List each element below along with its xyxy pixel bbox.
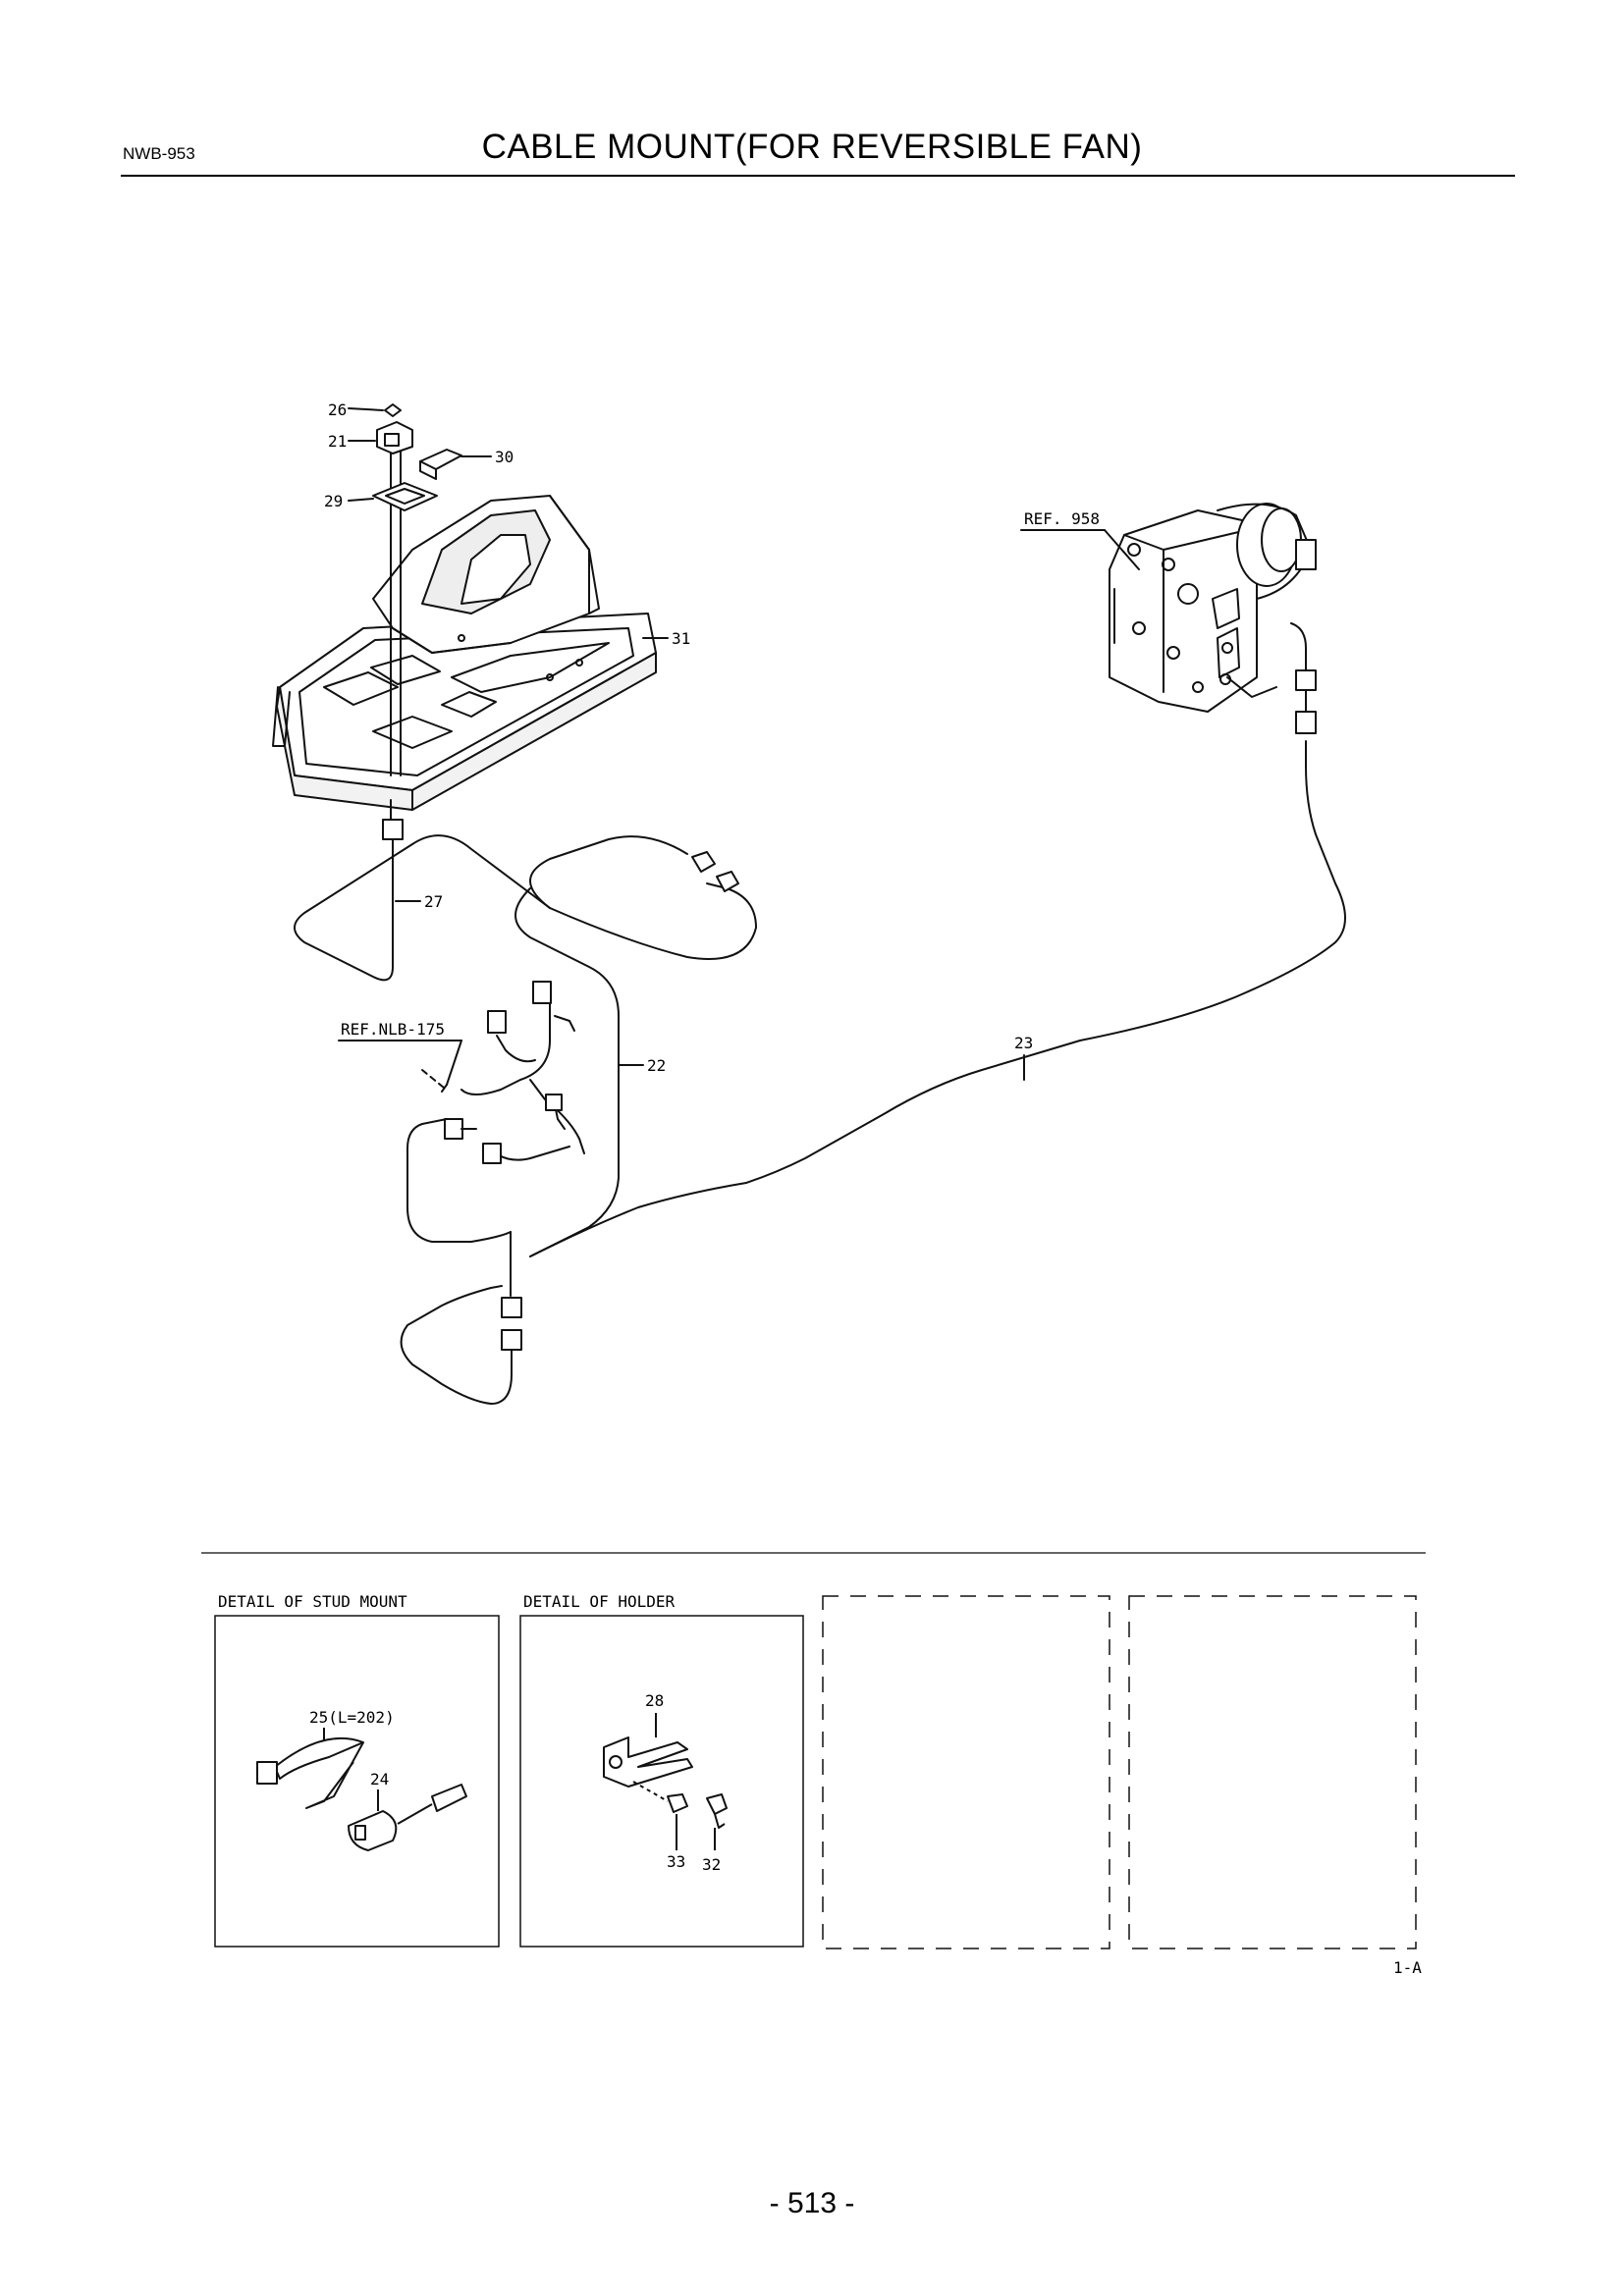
console-panel — [272, 495, 657, 811]
callout-29: 29 — [324, 492, 343, 510]
document-code: NWB-953 — [123, 144, 195, 163]
callout-27: 27 — [424, 892, 443, 911]
empty-detail-frame-2 — [1128, 1595, 1417, 1949]
stud-mount-drawing — [256, 1728, 467, 1851]
ref-nlb-175-label: REF.NLB-175 — [341, 1020, 445, 1039]
callout-23: 23 — [1014, 1034, 1033, 1052]
callout-31: 31 — [672, 629, 690, 648]
empty-detail-frame-1 — [822, 1595, 1110, 1949]
callout-22: 22 — [647, 1056, 666, 1075]
callout-26: 26 — [328, 400, 347, 419]
stud-mount-detail-frame — [214, 1615, 500, 1948]
page-number: - 513 - — [769, 2187, 855, 2219]
callout-24: 24 — [370, 1770, 389, 1789]
console-connector — [382, 819, 404, 840]
holder-detail-frame — [519, 1615, 804, 1948]
holder-drawing — [603, 1713, 728, 1850]
fan-motor — [1109, 503, 1317, 713]
stud-mount-detail-title: DETAIL OF STUD MOUNT — [218, 1592, 407, 1611]
band-label: 25(L=202) — [309, 1708, 395, 1727]
page-title: CABLE MOUNT(FOR REVERSIBLE FAN) — [481, 128, 1143, 166]
holder-detail-title: DETAIL OF HOLDER — [523, 1592, 675, 1611]
sheet-reference: 1-A — [1393, 1958, 1422, 1977]
page-header: NWB-953 CABLE MOUNT(FOR REVERSIBLE FAN) — [0, 0, 1624, 187]
header-rule — [121, 175, 1515, 177]
ref-958-label: REF. 958 — [1024, 509, 1100, 528]
callout-32: 32 — [702, 1855, 721, 1874]
callout-21: 21 — [328, 432, 347, 451]
callout-28: 28 — [645, 1691, 664, 1710]
callout-33: 33 — [667, 1852, 685, 1871]
callout-30: 30 — [495, 448, 514, 466]
